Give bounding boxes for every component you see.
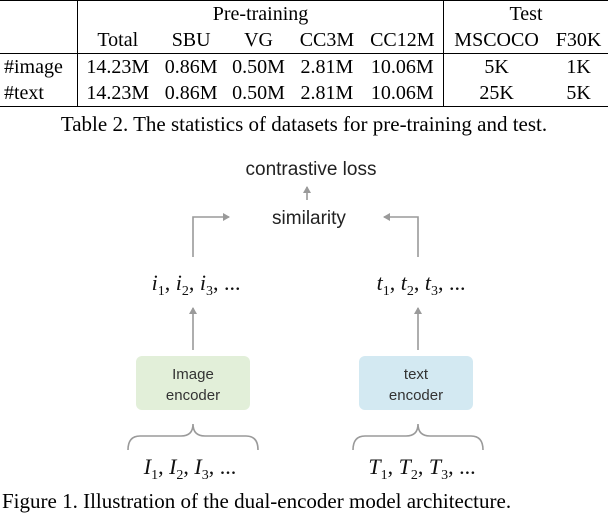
- table-cell: 0.86M: [157, 80, 225, 107]
- row-label-image: #image: [0, 53, 79, 80]
- image-inputs: I1, I2, I3, ...: [143, 454, 236, 483]
- test-group-header: Test: [443, 0, 608, 27]
- table-cell: 25K: [443, 80, 550, 107]
- table-group-header-row: Pre-training Test: [0, 0, 608, 27]
- similarity-label: similarity: [272, 208, 346, 229]
- table-cell: 1K: [549, 53, 608, 80]
- image-embeddings: i1, i2, i3, ...: [152, 270, 241, 299]
- table-corner-cell: [0, 0, 79, 27]
- column-header-sbu: SBU: [171, 29, 211, 51]
- table-corner-cell: [0, 27, 79, 54]
- image-encoder-label-line2: encoder: [166, 387, 220, 404]
- text-embeddings: t1, t2, t3, ...: [377, 270, 466, 299]
- table-column-header-row: Total SBU VG CC3M CC12M MSCOCO F30K: [0, 27, 608, 54]
- table-cell: 10.06M: [361, 53, 444, 80]
- text-to-similarity-arrow: [383, 213, 419, 257]
- table-cell: 0.50M: [224, 53, 293, 80]
- text-input-brace: [352, 423, 484, 451]
- column-header-cc3m: CC3M: [299, 29, 355, 51]
- table-cell: 2.81M: [292, 80, 362, 107]
- table-cell: 5K: [549, 80, 608, 107]
- image-input-brace: [127, 423, 259, 451]
- image-to-similarity-arrow: [192, 213, 230, 257]
- text-encoder-label-line1: text: [404, 366, 429, 383]
- table-cell: 0.86M: [157, 53, 225, 80]
- text-encoder-label-line2: encoder: [389, 387, 443, 404]
- dual-encoder-diagram: contrastive loss similarity i1, i2, i3, …: [127, 159, 484, 483]
- dataset-statistics-table: Pre-training Test Total SBU VG CC3M CC12…: [0, 0, 608, 107]
- image-encoder-box: [136, 356, 250, 410]
- column-header-total: Total: [97, 29, 139, 51]
- table-cell: 14.23M: [77, 80, 158, 107]
- figure-caption: Figure 1. Illustration of the dual-encod…: [2, 489, 512, 513]
- column-header-f30k: F30K: [555, 29, 602, 51]
- contrastive-loss-label: contrastive loss: [246, 159, 377, 180]
- table-cell: 5K: [443, 53, 550, 80]
- table-row: #text 14.23M 0.86M 0.50M 2.81M 10.06M 25…: [0, 80, 608, 107]
- table-cell: 0.50M: [224, 80, 293, 107]
- table-cell: 2.81M: [292, 53, 362, 80]
- text-encoder-box: [359, 356, 473, 410]
- row-label-text: #text: [0, 80, 79, 107]
- table-cell: 14.23M: [77, 53, 158, 80]
- table-cell: 10.06M: [361, 80, 444, 107]
- image-encoder-label-line1: Image: [172, 366, 214, 383]
- column-header-vg: VG: [244, 29, 273, 51]
- pretraining-group-header: Pre-training: [77, 0, 444, 27]
- column-header-cc12m: CC12M: [361, 27, 444, 54]
- table-caption: Table 2. The statistics of datasets for …: [60, 112, 548, 136]
- text-inputs: T1, T2, T3, ...: [368, 454, 475, 483]
- column-header-mscoco: MSCOCO: [454, 29, 539, 51]
- table-row: #image 14.23M 0.86M 0.50M 2.81M 10.06M 5…: [0, 53, 608, 80]
